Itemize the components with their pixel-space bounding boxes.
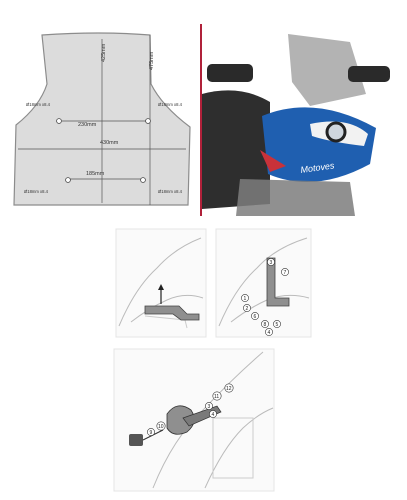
step3-callouts: 9 10 11 12 3 4 (147, 383, 234, 436)
hole-lower-right (140, 177, 146, 183)
callout-number: 12 (226, 386, 232, 392)
photo-accent-bar (200, 24, 202, 216)
callout-number: 3 (270, 260, 273, 266)
width-upper-label: 230mm (78, 122, 97, 128)
windshield-dimension-drawing: 425mm 475mm 230mm 430mm 185mm Ø18mm x8.4… (13, 32, 191, 206)
height-center-label: 425mm (101, 43, 107, 62)
callout-number: 6 (254, 314, 257, 320)
callout-number: 2 (246, 306, 249, 312)
motorcycle-illustration: Motoves (202, 34, 390, 216)
motorcycle-photo: Motoves (200, 24, 405, 216)
install-step-3: 9 10 11 12 3 4 (113, 348, 275, 492)
callout-number: 8 (264, 322, 267, 328)
install-step-2: 3 7 1 2 6 8 5 4 (215, 228, 312, 338)
install-step-1 (115, 228, 207, 338)
callout-number: 7 (284, 270, 287, 276)
callout-number: 5 (276, 322, 279, 328)
hole-upper-left (56, 118, 62, 124)
callout-number: 3 (208, 404, 211, 410)
callout-number: 1 (244, 296, 247, 302)
callout-number: 4 (212, 412, 215, 418)
hole-upper-right (145, 118, 151, 124)
photo-brand-text: Motoves (300, 160, 336, 175)
step2-callouts: 3 7 1 2 6 8 5 4 (241, 258, 289, 336)
width-lower-label: 185mm (86, 171, 105, 177)
hole-lower-left (65, 177, 71, 183)
hole-upper-right-label: Ø18mm x8.4 (158, 102, 183, 107)
hole-upper-left-label: Ø18mm x8.4 (26, 102, 51, 107)
hole-lower-left-label: Ø18mm x8.4 (24, 189, 49, 194)
callout-number: 11 (214, 394, 219, 400)
callout-number: 9 (150, 430, 153, 436)
callout-number: 10 (158, 424, 164, 430)
callout-number: 4 (268, 330, 271, 336)
width-total-label: 430mm (100, 140, 119, 146)
height-side-label: 475mm (149, 51, 155, 70)
hole-lower-right-label: Ø18mm x8.4 (158, 189, 183, 194)
